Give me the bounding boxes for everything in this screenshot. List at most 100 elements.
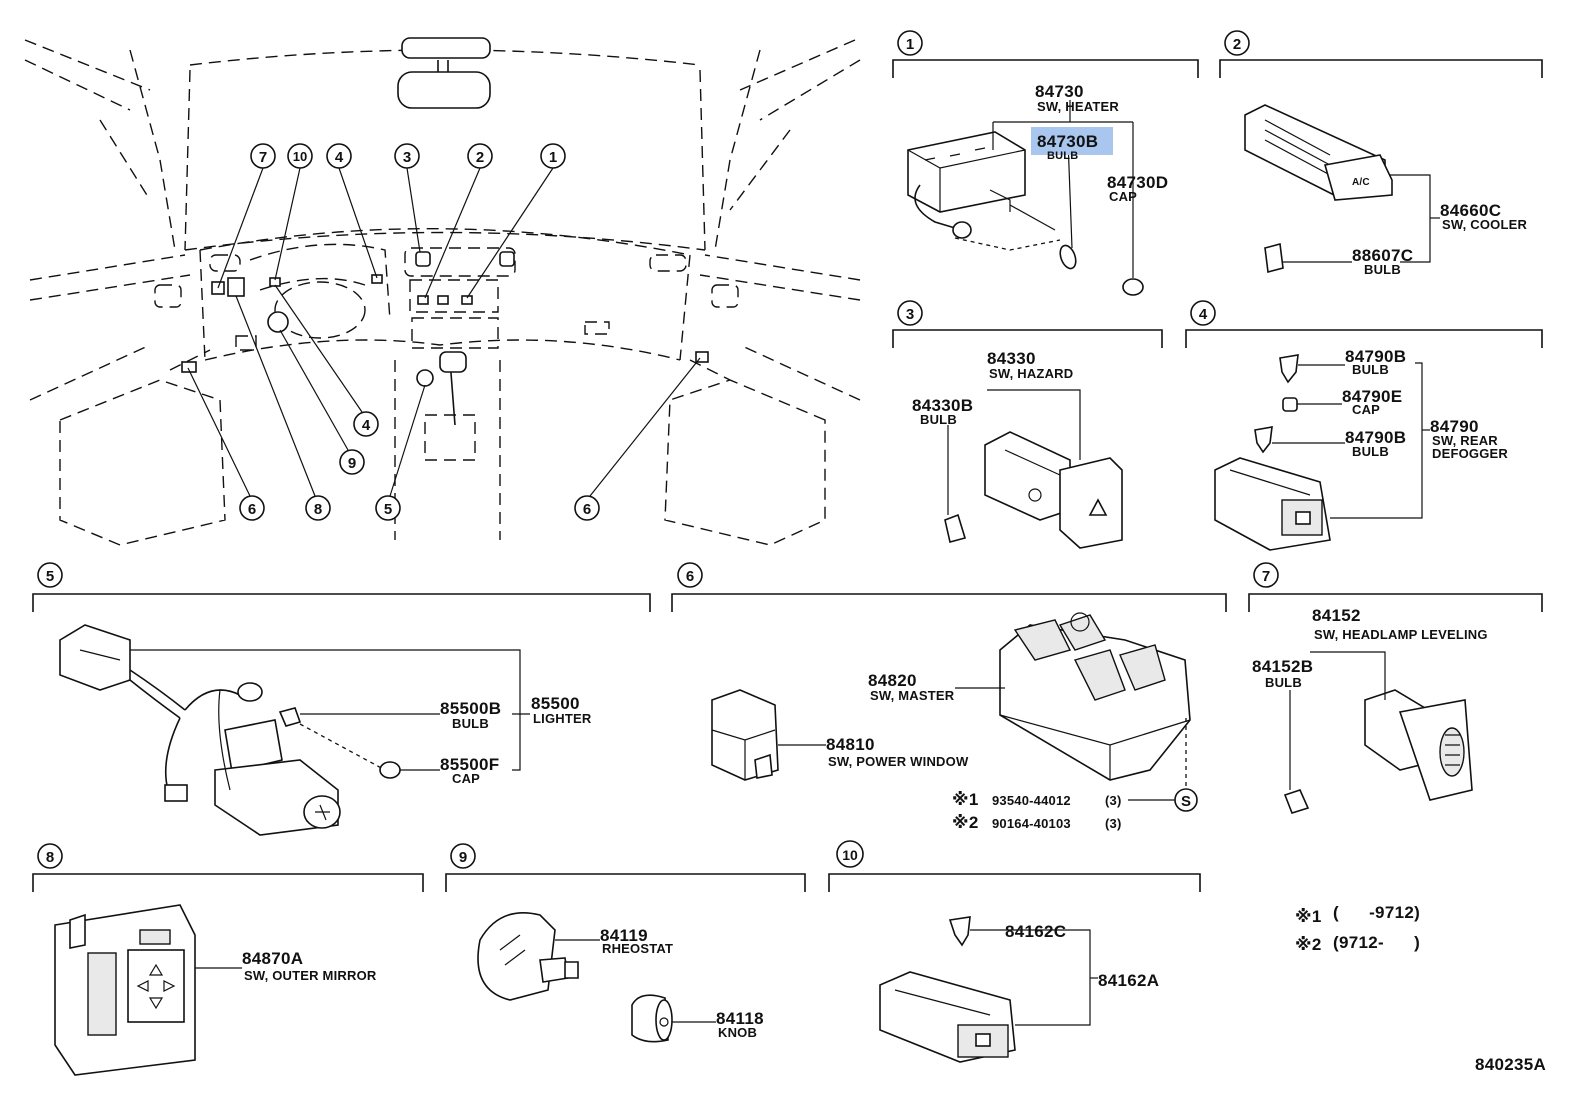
svg-text:BULB: BULB <box>1352 362 1389 377</box>
svg-text:LIGHTER: LIGHTER <box>533 711 592 726</box>
svg-text:84790B: 84790B <box>1345 347 1406 366</box>
svg-text:84790B: 84790B <box>1345 428 1406 447</box>
svg-text:RHEOSTAT: RHEOSTAT <box>602 941 673 956</box>
svg-text:A/C: A/C <box>1352 177 1370 188</box>
svg-text:84730D: 84730D <box>1107 173 1168 192</box>
svg-text:※2: ※2 <box>1295 935 1322 954</box>
svg-text:BULB: BULB <box>1047 150 1078 162</box>
svg-text:8: 8 <box>46 849 54 866</box>
svg-text:4: 4 <box>335 149 344 166</box>
svg-text:CAP: CAP <box>1109 189 1137 204</box>
svg-text:SW, OUTER MIRROR: SW, OUTER MIRROR <box>244 968 377 983</box>
section-3-hazard-switch: 3 84330 SW, HAZARD 84330B BULB <box>892 300 1163 549</box>
diagram-code: 840235A <box>1475 1055 1546 1074</box>
svg-text:3: 3 <box>906 306 914 323</box>
svg-text:8: 8 <box>314 501 322 518</box>
svg-text:84119: 84119 <box>600 926 648 945</box>
section-2-cooler-switch: 2 A/C 84660C SW, COOLER 88607C BULB <box>1219 30 1543 277</box>
svg-text:BULB: BULB <box>920 412 957 427</box>
svg-text:CAP: CAP <box>1352 402 1380 417</box>
svg-text:84820: 84820 <box>868 671 917 690</box>
svg-text:4: 4 <box>362 417 371 434</box>
svg-text:2: 2 <box>1233 36 1241 53</box>
svg-text:84660C: 84660C <box>1440 201 1501 220</box>
svg-text:84730: 84730 <box>1035 82 1084 101</box>
svg-text:( -9712): ( -9712) <box>1333 903 1420 922</box>
svg-text:KNOB: KNOB <box>718 1025 757 1040</box>
svg-text:84790E: 84790E <box>1342 387 1402 406</box>
overview-callout-6-right: 6 <box>574 495 600 521</box>
section-7-headlamp-leveling-switch: 7 84152 SW, HEADLAMP LEVELING 84152B BUL… <box>1248 562 1543 814</box>
svg-text:7: 7 <box>259 149 267 166</box>
section-5-cigarette-lighter: 5 85500B BULB 85500 LIGHTER 85500F CAP <box>32 562 651 836</box>
overview-callout-8: 8 <box>305 495 331 521</box>
svg-text:(9712- ): (9712- ) <box>1333 933 1420 952</box>
overview-callout-3: 3 <box>394 143 420 169</box>
svg-text:84790: 84790 <box>1430 417 1479 436</box>
section-9-rheostat: 9 84119 RHEOSTAT 84118 KNOB <box>445 843 806 1043</box>
svg-text:85500F: 85500F <box>440 755 499 774</box>
svg-text:84162C: 84162C <box>1005 922 1066 941</box>
overview-callout-6-left: 6 <box>239 495 265 521</box>
svg-text:2: 2 <box>476 149 484 166</box>
overview-callout-4-top: 4 <box>326 143 352 169</box>
svg-text:88607C: 88607C <box>1352 246 1413 265</box>
section-6-power-window-switches: 6 S 84820 SW, MASTER 84810 SW, POWER WIN… <box>671 562 1227 832</box>
svg-text:84870A: 84870A <box>242 949 303 968</box>
svg-text:84730B: 84730B <box>1037 132 1098 151</box>
svg-text:84152B: 84152B <box>1252 657 1313 676</box>
overview-callout-10: 10 <box>287 143 313 169</box>
section-4-rear-defogger-switch: 4 84790B BULB 84790E CAP 84790 SW, REAR … <box>1185 300 1543 551</box>
svg-text:SW, MASTER: SW, MASTER <box>870 688 955 703</box>
svg-text:BULB: BULB <box>1364 262 1401 277</box>
svg-text:6: 6 <box>248 501 256 518</box>
svg-text:90164-40103: 90164-40103 <box>992 816 1071 831</box>
svg-text:BULB: BULB <box>452 716 489 731</box>
svg-text:6: 6 <box>583 501 591 518</box>
svg-text:(3): (3) <box>1105 793 1122 808</box>
svg-text:※1: ※1 <box>1295 907 1322 926</box>
svg-text:SW, HEADLAMP LEVELING: SW, HEADLAMP LEVELING <box>1314 627 1488 642</box>
svg-text:BULB: BULB <box>1265 675 1302 690</box>
svg-text:5: 5 <box>46 568 54 585</box>
svg-text:1: 1 <box>549 149 557 166</box>
svg-text:SW, HAZARD: SW, HAZARD <box>989 366 1073 381</box>
section-1-heater-switch: 1 84730 SW, HEATER 84730B BULB 84730D CA… <box>892 30 1199 296</box>
svg-text:1: 1 <box>906 36 914 53</box>
svg-text:DEFOGGER: DEFOGGER <box>1432 446 1508 461</box>
svg-text:84118: 84118 <box>716 1009 764 1028</box>
overview-callout-7: 7 <box>250 143 276 169</box>
svg-text:84162A: 84162A <box>1098 971 1159 990</box>
svg-text:SW, POWER WINDOW: SW, POWER WINDOW <box>828 754 969 769</box>
section-8-outer-mirror-switch: 8 84870A SW, OUTER MIRROR <box>32 843 424 1076</box>
svg-text:85500B: 85500B <box>440 699 501 718</box>
svg-text:4: 4 <box>1199 306 1208 323</box>
svg-text:7: 7 <box>1262 568 1270 585</box>
dashboard-overview: 7 10 4 3 2 1 4 9 <box>24 37 861 546</box>
svg-text:※1: ※1 <box>952 790 979 809</box>
svg-text:6: 6 <box>686 568 694 585</box>
overview-callout-1: 1 <box>540 143 566 169</box>
svg-text:93540-44012: 93540-44012 <box>992 793 1071 808</box>
svg-text:※2: ※2 <box>952 813 979 832</box>
svg-text:9: 9 <box>459 849 467 866</box>
production-date-notes: ※1 ( -9712) ※2 (9712- ) <box>1295 903 1420 954</box>
svg-text:85500: 85500 <box>531 694 580 713</box>
overview-callout-5: 5 <box>375 495 401 521</box>
svg-text:3: 3 <box>403 149 411 166</box>
svg-text:5: 5 <box>384 501 392 518</box>
svg-text:S: S <box>1181 793 1191 810</box>
section-10-switch: 10 84162C 84162A <box>828 840 1201 1063</box>
svg-text:(3): (3) <box>1105 816 1122 831</box>
overview-callout-9: 9 <box>339 449 365 475</box>
svg-text:84152: 84152 <box>1312 606 1361 625</box>
svg-text:84330: 84330 <box>987 349 1036 368</box>
svg-text:84330B: 84330B <box>912 396 973 415</box>
overview-callout-2: 2 <box>467 143 493 169</box>
svg-text:SW, COOLER: SW, COOLER <box>1442 217 1527 232</box>
highlight-84730B <box>1031 127 1113 155</box>
overview-callout-4-bottom: 4 <box>353 411 379 437</box>
svg-text:9: 9 <box>348 455 356 472</box>
svg-text:SW, HEATER: SW, HEATER <box>1037 99 1119 114</box>
